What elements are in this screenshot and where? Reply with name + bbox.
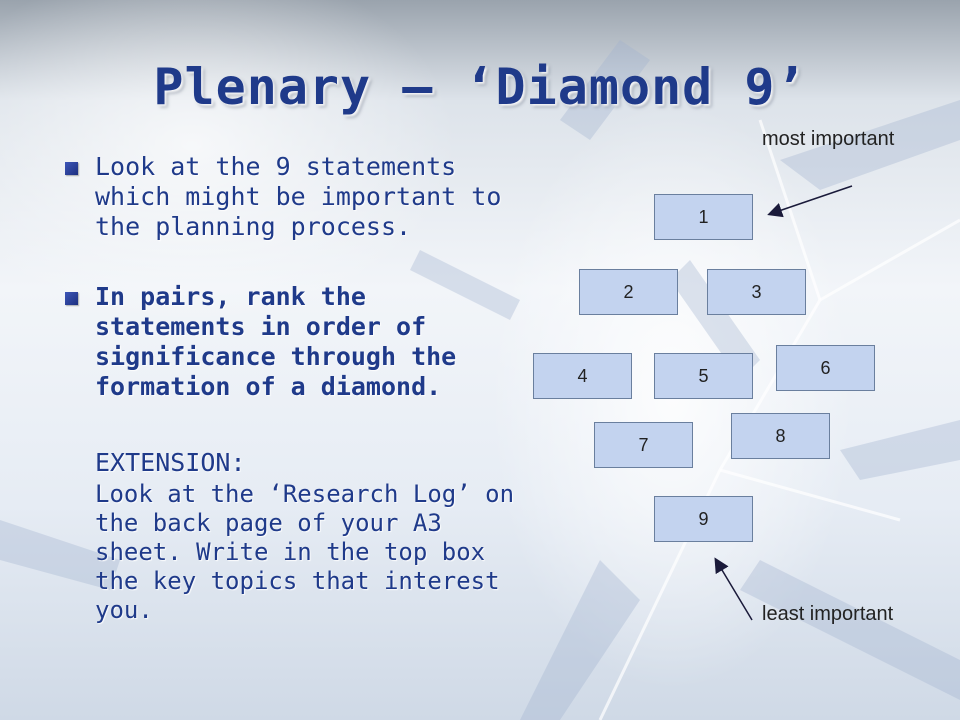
diamond-box-4: 4: [533, 353, 632, 399]
bullet-item: In pairs, rank the statements in order o…: [65, 282, 525, 402]
bullet-item: Look at the 9 statements which might be …: [65, 152, 525, 242]
diamond-box-9: 9: [654, 496, 753, 542]
extension-heading: EXTENSION:: [95, 448, 246, 477]
bullet-text: In pairs, rank the statements in order o…: [95, 282, 457, 401]
diamond-box-5: 5: [654, 353, 753, 399]
diamond-box-6: 6: [776, 345, 875, 391]
least-important-label: least important: [762, 603, 894, 625]
most-important-label: most important: [762, 128, 895, 150]
diamond-box-2: 2: [579, 269, 678, 315]
diamond-box-8: 8: [731, 413, 830, 459]
diamond-box-7: 7: [594, 422, 693, 468]
instruction-text: Look at the 9 statements which might be …: [65, 152, 525, 625]
diamond-box-3: 3: [707, 269, 806, 315]
square-bullet-icon: [65, 292, 78, 305]
diamond-box-1: 1: [654, 194, 753, 240]
slide-title: Plenary – ‘Diamond 9’: [153, 58, 807, 116]
extension-text: Look at the ‘Research Log’ on the back p…: [95, 480, 515, 624]
bullet-text: Look at the 9 statements which might be …: [95, 152, 502, 241]
square-bullet-icon: [65, 162, 78, 175]
